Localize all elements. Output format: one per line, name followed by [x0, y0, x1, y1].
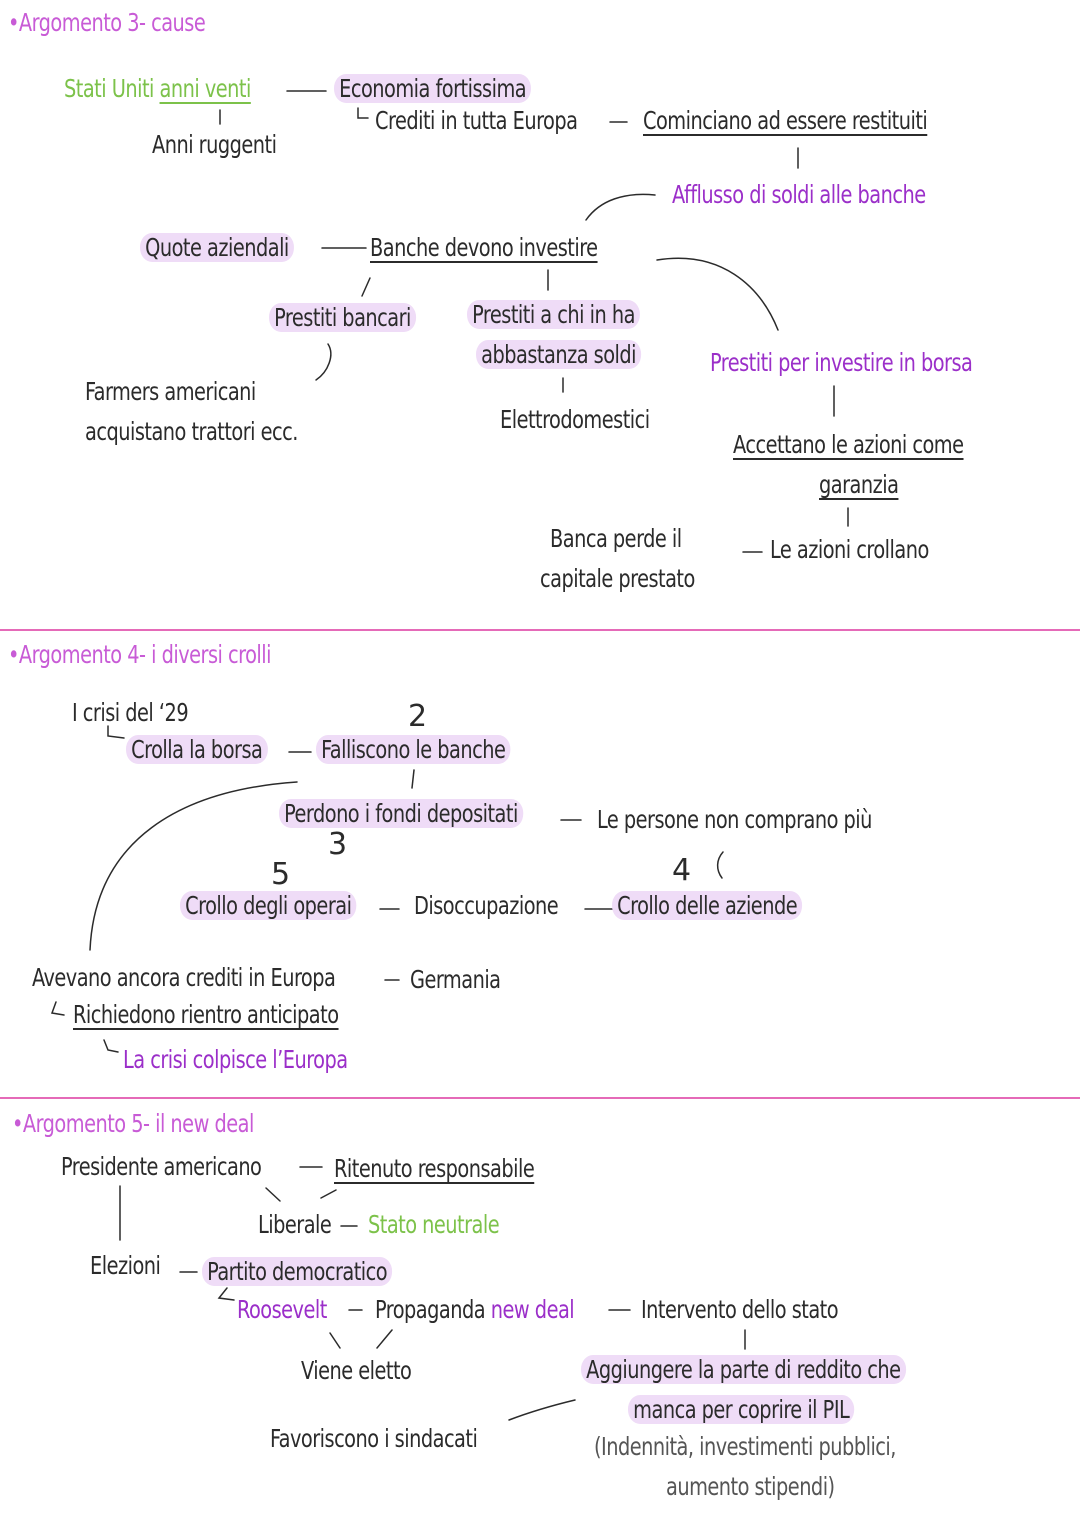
section-divider: [0, 1097, 1080, 1099]
node-elezioni: Elezioni: [90, 1251, 161, 1280]
node-stato-neutrale: Stato neutrale: [368, 1210, 500, 1239]
section-divider: [0, 629, 1080, 631]
node-propaganda: Propaganda new deal: [375, 1293, 575, 1327]
node-banca-perde-1: Banca perde il: [550, 524, 682, 553]
node-crisi-29: I crisi del ‘29: [72, 698, 189, 727]
node-indennita-1: (Indennità, investimenti pubblici,: [594, 1432, 896, 1461]
node-azioni-crollano: Le azioni crollano: [770, 535, 929, 564]
node-banche-investire: Banche devono investire: [370, 233, 598, 262]
node-stati-uniti: Stati Uniti anni venti: [64, 72, 251, 106]
step-number-5: 5: [271, 857, 290, 892]
node-crolla-borsa: Crolla la borsa: [126, 735, 268, 764]
node-aggiungere-1: Aggiungere la parte di reddito che: [581, 1355, 906, 1384]
step-number-2: 2: [408, 699, 427, 734]
step-number-3: 3: [328, 827, 347, 862]
node-roosevelt: Roosevelt: [237, 1295, 327, 1324]
node-aggiungere-2: manca per coprire il PIL: [628, 1395, 855, 1424]
node-partito: Partito democratico: [202, 1257, 393, 1286]
node-anni-ruggenti: Anni ruggenti: [152, 130, 277, 159]
node-afflusso: Afflusso di soldi alle banche: [672, 180, 926, 209]
node-presidente: Presidente americano: [61, 1152, 262, 1181]
node-quote: Quote aziendali: [140, 233, 294, 262]
node-farmers-1: Farmers americani: [85, 377, 256, 406]
node-indennita-2: aumento stipendi): [666, 1472, 835, 1501]
node-richiedono: Richiedono rientro anticipato: [73, 1000, 339, 1029]
node-avevano: Avevano ancora crediti in Europa: [32, 963, 336, 992]
node-economia: Economia fortissima: [334, 74, 532, 103]
new-deal-text: new deal: [490, 1295, 575, 1324]
node-favoriscono: Favoriscono i sindacati: [270, 1424, 478, 1453]
node-crollo-aziende: Crollo delle aziende: [612, 891, 803, 920]
node-germania: Germania: [410, 965, 501, 994]
node-prestiti-borsa: Prestiti per investire in borsa: [710, 348, 973, 377]
step-number-4: 4: [672, 853, 691, 888]
node-prestiti-chi-2: abbastanza soldi: [476, 340, 642, 369]
anni-venti-text: anni venti: [159, 74, 252, 103]
section-title: •Argomento 3- cause: [8, 8, 206, 37]
node-ritenuto: Ritenuto responsabile: [334, 1154, 535, 1183]
section-title: •Argomento 4- i diversi crolli: [8, 640, 271, 669]
node-persone: Le persone non comprano più: [597, 805, 872, 834]
node-prestiti-chi-1: Prestiti a chi in ha: [467, 300, 641, 329]
propaganda-text: Propaganda: [375, 1295, 486, 1324]
node-crisi-europa: La crisi colpisce l’Europa: [123, 1045, 348, 1074]
node-viene-eletto: Viene eletto: [301, 1356, 412, 1385]
node-disoccupazione: Disoccupazione: [414, 891, 559, 920]
node-accettano-2: garanzia: [819, 470, 899, 499]
stati-uniti-text: Stati Uniti: [64, 74, 154, 103]
node-cominciano: Cominciano ad essere restituiti: [643, 106, 928, 135]
node-liberale: Liberale: [258, 1210, 332, 1239]
node-prestiti-bancari: Prestiti bancari: [269, 303, 417, 332]
node-elettrodomestici: Elettrodomestici: [500, 405, 650, 434]
node-crollo-operai: Crollo degli operai: [180, 891, 357, 920]
node-intervento: Intervento dello stato: [641, 1295, 839, 1324]
node-accettano-1: Accettano le azioni come: [733, 430, 964, 459]
section-title: •Argomento 5- il new deal: [12, 1109, 254, 1138]
node-perdono: Perdono i fondi depositati: [279, 799, 523, 828]
node-farmers-2: acquistano trattori ecc.: [85, 417, 298, 446]
node-banca-perde-2: capitale prestato: [540, 564, 695, 593]
node-falliscono: Falliscono le banche: [316, 735, 511, 764]
node-crediti: Crediti in tutta Europa: [375, 106, 578, 135]
